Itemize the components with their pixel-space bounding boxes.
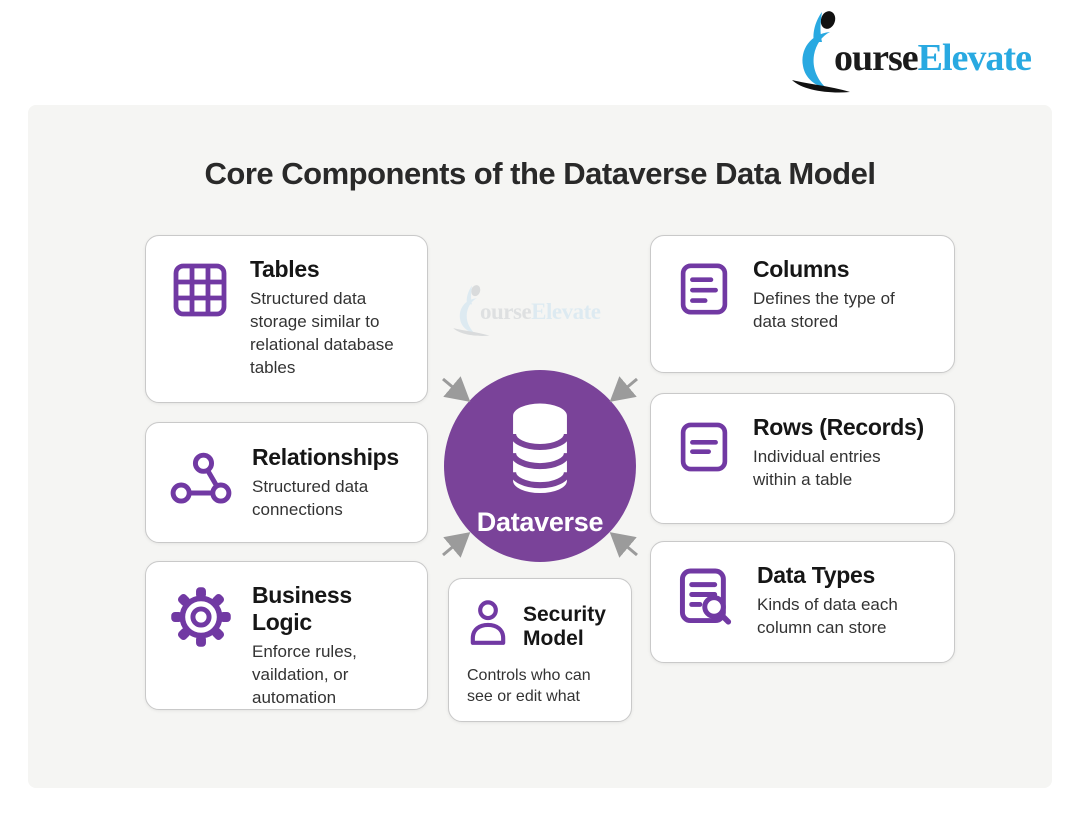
card-title: Security Model [523, 603, 606, 650]
connected-nodes-icon [170, 452, 232, 513]
card-rows-records: Rows (Records) Individual entries within… [650, 393, 955, 524]
card-desc: Structured data connections [252, 476, 369, 519]
card-title: Relationships [252, 443, 399, 470]
page-title: Core Components of the Dataverse Data Mo… [204, 156, 876, 191]
watermark-text: ourseElevate [480, 299, 601, 325]
two-lines-icon [675, 418, 733, 481]
card-columns: Columns Defines the type of data stored [650, 235, 955, 373]
watermark-person-swoosh-icon [453, 285, 490, 336]
card-data-types: Data Types Kinds of data each column can… [650, 541, 955, 663]
card-business-logic: Business Logic Enforce rules, vaildation… [145, 561, 428, 710]
card-title: Tables [250, 256, 320, 282]
card-desc: Enforce rules, vaildation, or automation [252, 642, 357, 707]
list-lines-icon [675, 260, 733, 323]
document-search-icon [675, 566, 737, 633]
logo-person-swoosh-icon [792, 11, 850, 93]
gear-icon [170, 586, 232, 653]
card-tables: Tables Structured data storage similar t… [145, 235, 428, 403]
card-title: Columns [753, 256, 850, 282]
card-desc: Structured data storage similar to relat… [250, 289, 394, 377]
card-title: Business Logic [252, 582, 352, 635]
card-relationships: Relationships Structured data connection… [145, 422, 428, 543]
database-icon [492, 394, 588, 505]
grid-icon [170, 260, 230, 325]
logo-text-blue: Elevate [917, 37, 1032, 79]
card-security-model: Security Model Controls who can see or e… [448, 578, 632, 722]
dataverse-label: Dataverse [476, 507, 604, 537]
card-desc: Controls who can see or edit what [467, 667, 591, 705]
person-icon [465, 595, 511, 658]
card-desc: Kinds of data each column can store [757, 595, 898, 637]
card-desc: Defines the type of data stored [753, 289, 895, 331]
card-title: Data Types [757, 562, 876, 588]
logo-text-black: ourse [834, 37, 919, 79]
card-title: Rows (Records) [753, 414, 924, 440]
course-elevate-logo: ourseElevate [786, 6, 1056, 94]
card-desc: Individual entries within a table [753, 447, 881, 489]
watermark-text-gray: ourse [480, 299, 532, 324]
watermark-text-blue: Elevate [531, 299, 601, 324]
watermark-logo: ourseElevate [452, 283, 652, 343]
dataverse-circle: Dataverse [444, 370, 636, 562]
logo-text: ourseElevate [834, 36, 1032, 80]
